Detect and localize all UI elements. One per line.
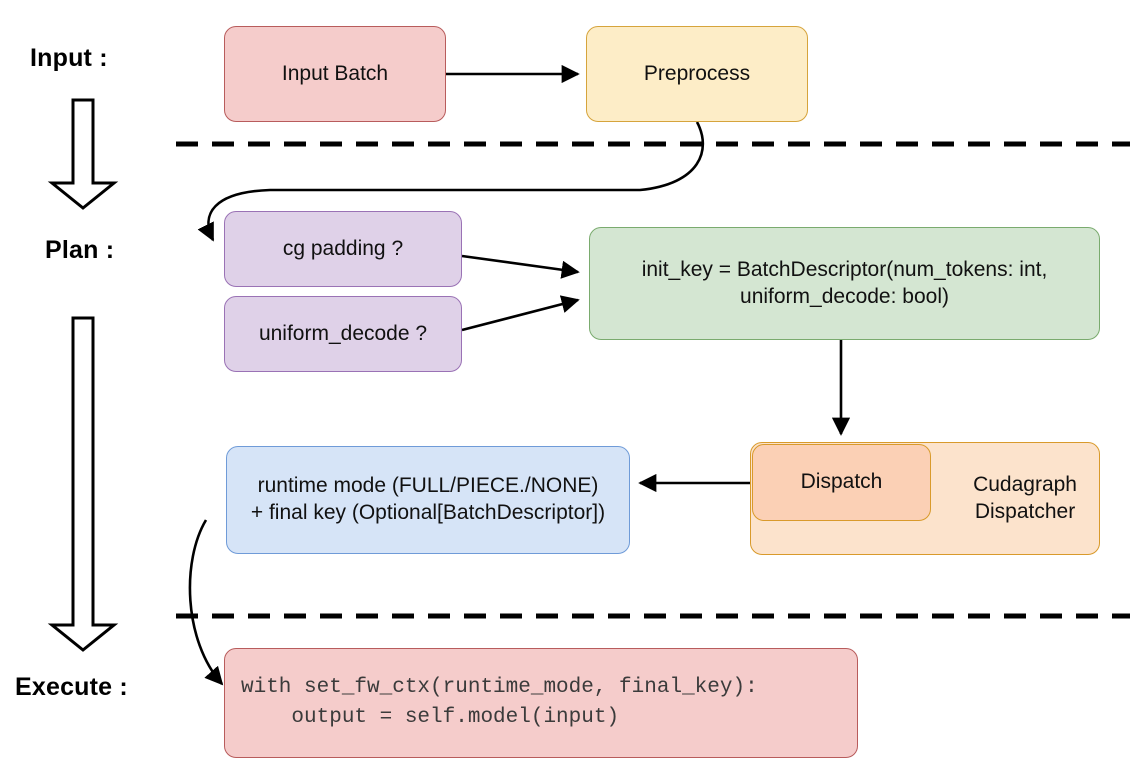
node-init-key-line-2: uniform_decode: bool) [740, 284, 949, 308]
stage-label-input: Input : [30, 44, 108, 72]
input-to-plan-block-arrow [47, 98, 119, 210]
node-cg-padding-label: cg padding ? [282, 236, 404, 260]
node-preprocess-label: Preprocess [643, 61, 751, 85]
node-runtime-mode-line-1: runtime mode (FULL/PIECE./NONE) [257, 474, 599, 498]
node-uniform-decode-label: uniform_decode ? [258, 321, 428, 345]
node-cudagraph-dispatcher-line-2: Dispatcher [974, 499, 1076, 523]
node-init-key-line-1: init_key = BatchDescriptor(num_tokens: i… [641, 257, 1048, 281]
node-runtime-mode[interactable]: runtime mode (FULL/PIECE./NONE) + final … [226, 446, 630, 554]
node-cudagraph-dispatcher-line-1: Cudagraph [973, 472, 1077, 496]
node-execute-code[interactable]: with set_fw_ctx(runtime_mode, final_key)… [224, 648, 858, 758]
edge-runtime-mode-to-execute [188, 519, 224, 686]
node-init-key[interactable]: init_key = BatchDescriptor(num_tokens: i… [589, 227, 1100, 340]
node-cg-padding[interactable]: cg padding ? [224, 211, 462, 287]
node-dispatch[interactable]: Dispatch [752, 444, 931, 521]
stage-label-plan: Plan : [45, 236, 115, 264]
node-runtime-mode-line-2: + final key (Optional[BatchDescriptor]) [250, 501, 606, 524]
stage-label-execute: Execute : [15, 673, 128, 701]
node-input-batch[interactable]: Input Batch [224, 26, 446, 122]
node-execute-code-text: with set_fw_ctx(runtime_mode, final_key)… [241, 675, 758, 729]
edge-cg-padding-to-init-key [461, 254, 580, 279]
node-input-batch-label: Input Batch [281, 61, 389, 85]
node-preprocess[interactable]: Preprocess [586, 26, 808, 122]
node-dispatch-label: Dispatch [800, 470, 883, 494]
edge-uniform-decode-to-init-key [461, 295, 580, 332]
node-uniform-decode[interactable]: uniform_decode ? [224, 296, 462, 372]
plan-to-execute-block-arrow [47, 316, 119, 652]
